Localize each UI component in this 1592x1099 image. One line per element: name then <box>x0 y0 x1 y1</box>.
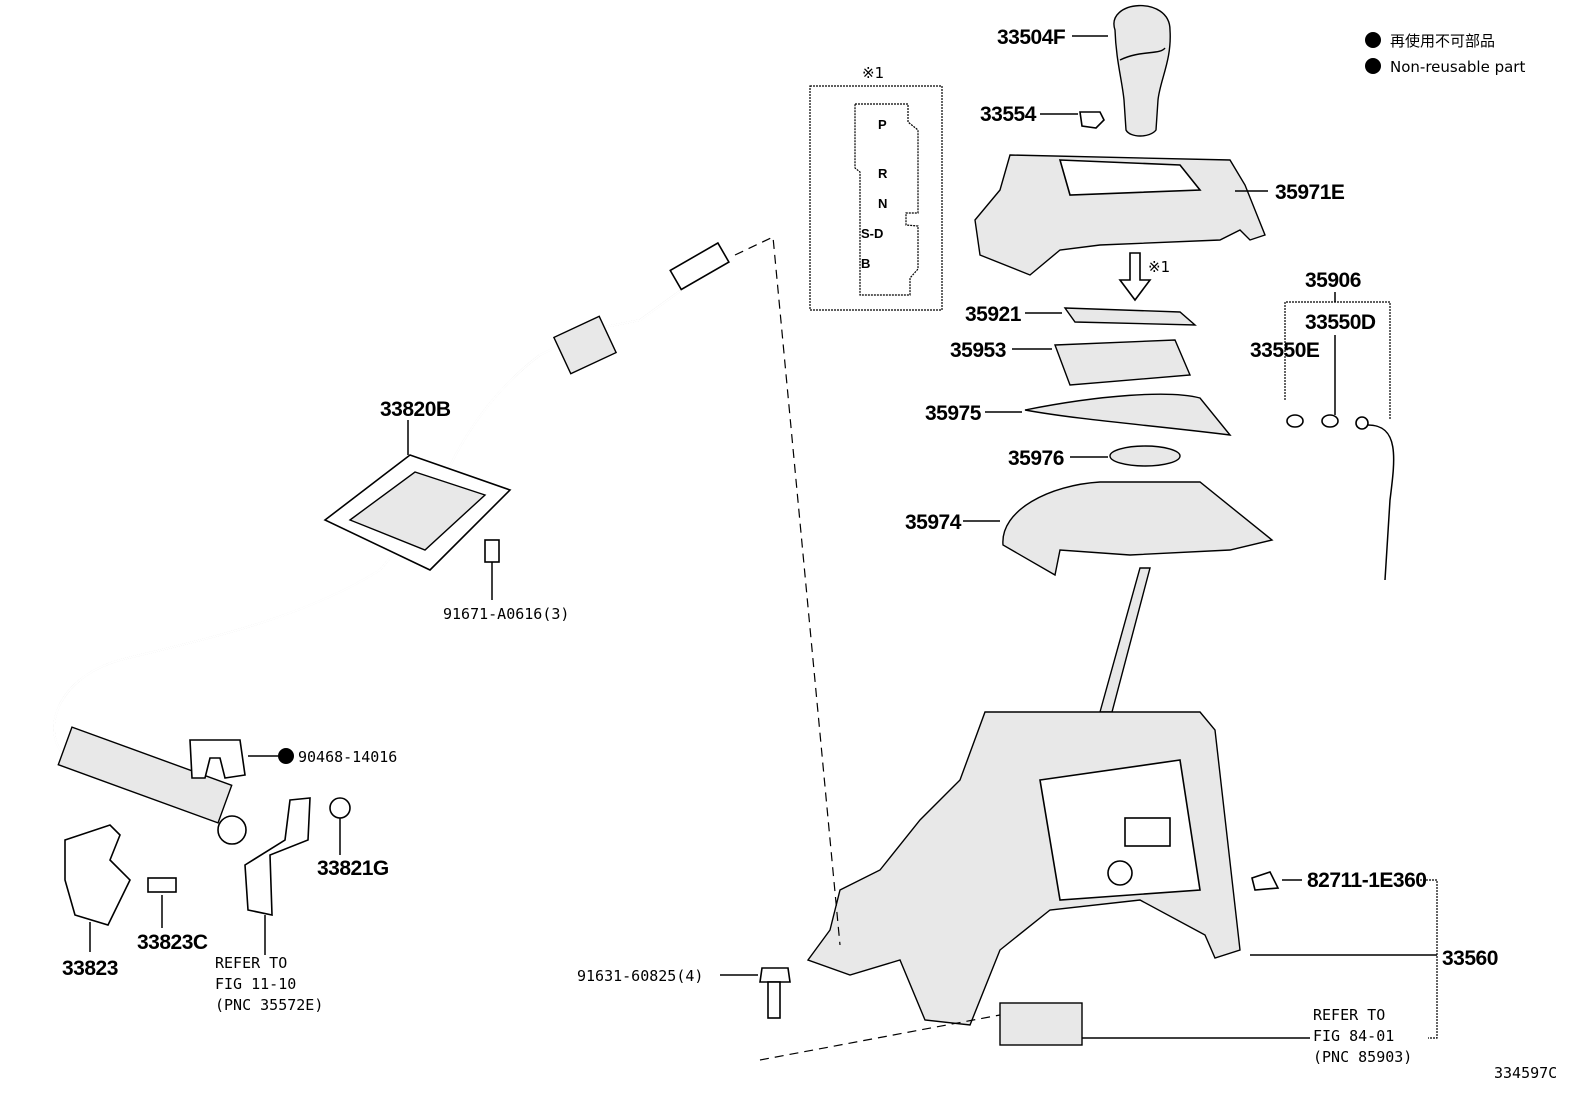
gate-position-r: R <box>878 166 888 181</box>
filled-circle-icon <box>1365 32 1381 48</box>
part-label-33550e: 33550E <box>1250 339 1320 362</box>
filled-circle-icon <box>1365 58 1381 74</box>
part-label-33554: 33554 <box>980 103 1037 126</box>
part-label-35953: 35953 <box>950 339 1006 362</box>
ref-right-line3: (PNC 85903) <box>1313 1048 1412 1066</box>
ref-left-line2: FIG 11-10 <box>215 975 296 993</box>
part-label-33560: 33560 <box>1442 947 1498 970</box>
ref-right-line1: REFER TO <box>1313 1006 1385 1024</box>
clip-33554: 33554 <box>980 103 1105 129</box>
shift-knob: 33504F <box>997 4 1171 137</box>
note-ref: ※1 <box>1148 258 1170 276</box>
part-label-82711-1e360: 82711-1E360 <box>1307 869 1426 892</box>
gate-position-p: P <box>878 117 887 132</box>
part-label-33550d: 33550D <box>1305 311 1376 334</box>
shift-lever-assembly: 82711-1E360 33560 REFER TO FIG 84-01 (PN… <box>806 567 1498 1066</box>
part-label-35976: 35976 <box>1008 447 1064 470</box>
legend-japanese: 再使用不可部品 <box>1390 32 1495 50</box>
part-label-33820b: 33820B <box>380 398 451 421</box>
cover-35975: 35975 <box>925 393 1232 436</box>
bolt-91631: 91631-60825(4) <box>577 967 791 1019</box>
ref-left-line1: REFER TO <box>215 954 287 972</box>
part-label-33504f: 33504F <box>997 26 1066 49</box>
ref-right-line2: FIG 84-01 <box>1313 1027 1394 1045</box>
part-label-90468-14016: 90468-14016 <box>298 748 397 766</box>
part-label-33823: 33823 <box>62 957 118 980</box>
part-label-91631-60825: 91631-60825(4) <box>577 967 703 985</box>
gate-inset-title: ※1 <box>862 64 884 82</box>
non-reusable-icon <box>278 748 294 764</box>
bolt-33823c: 33823C <box>137 877 208 954</box>
part-label-35906: 35906 <box>1305 269 1361 292</box>
illustration-id: 334597C <box>1494 1064 1557 1082</box>
indicator-housing: 35971E <box>974 154 1345 276</box>
part-label-35974: 35974 <box>905 511 962 534</box>
part-label-35971e: 35971E <box>1275 181 1345 204</box>
shift-cable: 33820B <box>53 241 730 845</box>
legend-english: Non-reusable part <box>1390 58 1525 76</box>
disc-35976: 35976 <box>1008 445 1181 470</box>
part-label-33821g: 33821G <box>317 857 389 880</box>
part-label-91671-a0616: 91671-A0616(3) <box>443 605 569 623</box>
bolt-91671: 91671-A0616(3) <box>443 539 569 623</box>
switch-35906: 35906 33550D 33550E <box>1250 269 1395 581</box>
part-label-35975: 35975 <box>925 402 982 425</box>
ref-left-line3: (PNC 35572E) <box>215 996 323 1014</box>
arrow-icon <box>1118 252 1152 302</box>
nut-33821g: 33821G <box>317 797 389 880</box>
bracket-left: REFER TO FIG 11-10 (PNC 35572E) <box>215 797 323 1014</box>
housing-35974: 35974 <box>905 481 1274 577</box>
clip-90468: 90468-14016 <box>189 739 397 779</box>
bracket-33823: 33823 <box>62 824 131 980</box>
part-label-35921: 35921 <box>965 303 1022 326</box>
legend: 再使用不可部品 Non-reusable part <box>1365 32 1525 76</box>
gate-position-n: N <box>878 196 887 211</box>
gate-position-s-d: S-D <box>861 226 883 241</box>
seal-35953: 35953 <box>950 339 1192 386</box>
plate-35921: 35921 <box>965 303 1197 326</box>
gate-inset: ※1 P R N S-D B <box>809 64 943 311</box>
gate-position-b: B <box>861 256 870 271</box>
part-label-33823c: 33823C <box>137 931 208 954</box>
